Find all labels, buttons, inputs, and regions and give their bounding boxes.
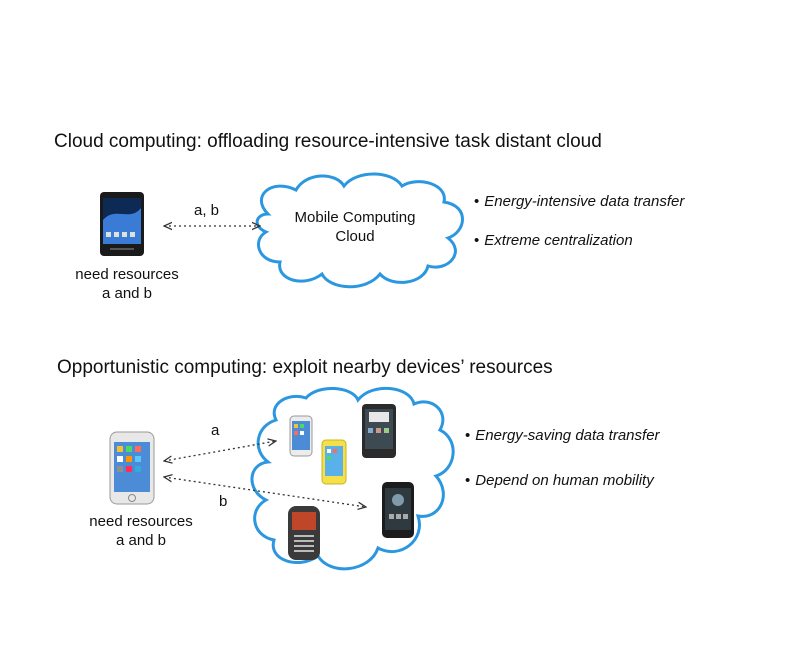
section1-bullet-1: •Energy-intensive data transfer bbox=[474, 193, 684, 210]
section2-bullet-2-text: Depend on human mobility bbox=[475, 472, 654, 489]
arrow-a bbox=[164, 441, 276, 461]
cloud-label: Mobile Computing Cloud bbox=[280, 208, 430, 246]
section1-caption-line1: need resources bbox=[75, 266, 179, 283]
phone-blackberry-icon bbox=[288, 506, 320, 560]
phone-htc-icon bbox=[362, 404, 396, 458]
nearby-devices-cloud-shape bbox=[250, 386, 455, 571]
section2-caption-line1: need resources bbox=[89, 513, 193, 530]
section2-heading: Opportunistic computing: exploit nearby … bbox=[57, 357, 553, 378]
section1-edge-label: a, b bbox=[194, 202, 220, 219]
phone-iphone-small-icon bbox=[289, 415, 313, 457]
bullet-glyph: • bbox=[474, 232, 480, 249]
edge-label-a: a bbox=[211, 422, 220, 439]
phone-yellow-icon bbox=[321, 439, 347, 485]
section2-bullet-2: •Depend on human mobility bbox=[465, 472, 654, 489]
section1-bullet-2: •Extreme centralization bbox=[474, 232, 633, 249]
arrow-b bbox=[164, 477, 366, 507]
section2-bullet-1: •Energy-saving data transfer bbox=[465, 427, 660, 444]
cloud-label-line1: Mobile Computing bbox=[294, 209, 416, 226]
bullet-glyph: • bbox=[465, 472, 471, 489]
mobile-cloud-shape bbox=[255, 172, 464, 289]
phone-nexus-icon bbox=[382, 482, 414, 538]
section1-device-caption: need resources a and b bbox=[62, 265, 192, 303]
cloud-label-line2: Cloud bbox=[335, 228, 375, 245]
edge-label-b: b bbox=[219, 493, 228, 510]
phone-iphone-icon bbox=[109, 431, 155, 505]
section2-caption-line2: a and b bbox=[115, 532, 167, 549]
section1-heading: Cloud computing: offloading resource-int… bbox=[54, 131, 602, 152]
bullet-glyph: • bbox=[474, 193, 480, 210]
phone-sony-icon bbox=[100, 192, 144, 256]
section2-device-caption: need resources a and b bbox=[76, 512, 206, 550]
section1-bullet-1-text: Energy-intensive data transfer bbox=[484, 193, 685, 210]
section2-bullet-1-text: Energy-saving data transfer bbox=[475, 427, 660, 444]
section1-caption-line2: a and b bbox=[101, 285, 153, 302]
section1-bullet-2-text: Extreme centralization bbox=[484, 232, 633, 249]
bullet-glyph: • bbox=[465, 427, 471, 444]
